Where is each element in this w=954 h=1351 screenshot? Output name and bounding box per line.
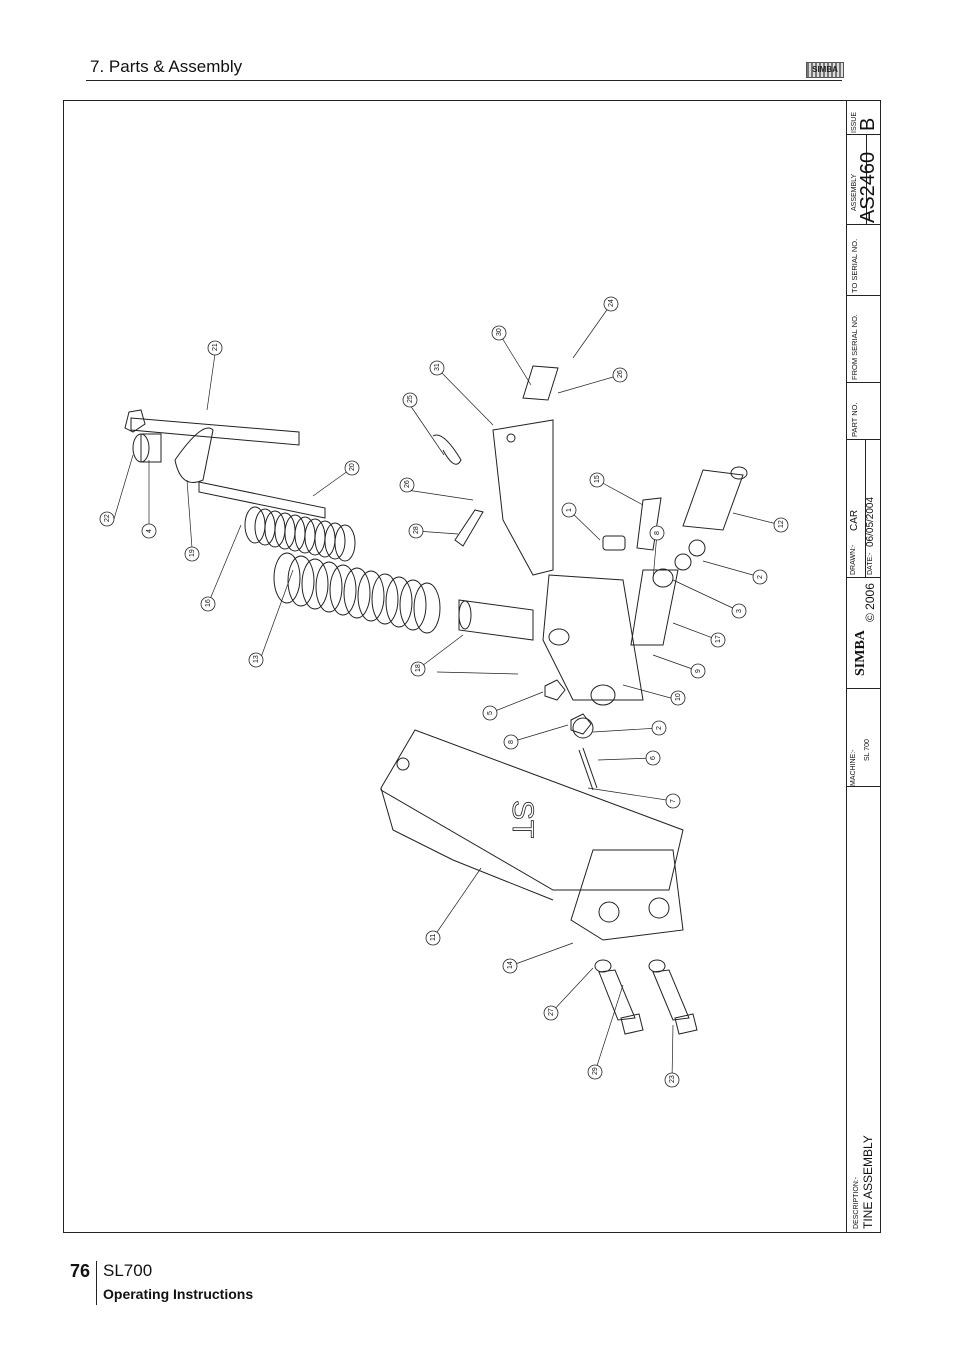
svg-text:19: 19 xyxy=(189,549,196,557)
callout-7: 7 xyxy=(665,793,681,809)
svg-text:30: 30 xyxy=(496,328,503,336)
svg-text:26: 26 xyxy=(404,480,411,488)
callout-10: 10 xyxy=(670,690,686,706)
svg-text:29: 29 xyxy=(592,1067,599,1075)
part-no-label: PART NO. xyxy=(850,402,859,437)
svg-text:17: 17 xyxy=(715,635,722,643)
callout-labels: 21 22 4 19 16 13 20 25 26 28 18 30 31 24… xyxy=(99,296,789,1088)
svg-text:26: 26 xyxy=(617,370,624,378)
page-number: 76 xyxy=(70,1261,91,1281)
svg-text:1: 1 xyxy=(566,508,573,512)
description-value: TINE ASSEMBLY xyxy=(861,1135,875,1229)
callout-19: 19 xyxy=(184,546,200,562)
svg-text:9: 9 xyxy=(695,669,702,673)
svg-text:2: 2 xyxy=(757,575,764,579)
machine-value: SL 700 xyxy=(864,739,871,761)
from-serial-label: FROM SERIAL NO. xyxy=(850,314,859,380)
callout-29: 29 xyxy=(587,1064,603,1080)
callout-6: 6 xyxy=(645,750,661,766)
svg-text:2: 2 xyxy=(656,726,663,730)
callout-17: 17 xyxy=(710,632,726,648)
callout-25: 25 xyxy=(402,392,418,408)
svg-text:23: 23 xyxy=(669,1075,676,1083)
svg-text:4: 4 xyxy=(146,529,153,533)
model-name: SL700 xyxy=(103,1261,153,1280)
svg-text:11: 11 xyxy=(430,934,437,941)
svg-text:7: 7 xyxy=(670,799,677,803)
svg-text:5: 5 xyxy=(487,711,494,715)
svg-text:8: 8 xyxy=(508,740,515,744)
callout-22: 22 xyxy=(99,511,115,527)
brand-logo: SIMBA xyxy=(853,630,868,676)
callout-16: 16 xyxy=(200,596,216,612)
drawn-value: CAR xyxy=(849,509,860,531)
issue-value: B xyxy=(857,117,879,131)
drawn-label: DRAWN:- xyxy=(850,544,857,575)
callout-20: 20 xyxy=(344,460,360,476)
to-serial-label: TO SERIAL NO. xyxy=(850,238,859,293)
callout-5: 5 xyxy=(482,705,498,721)
description-label: DESCRIPTION:- xyxy=(853,1176,860,1229)
copyright: © 2006 xyxy=(863,583,877,622)
callout-31: 31 xyxy=(429,360,445,376)
exploded-assembly-drawing: ST 21 22 4 19 16 13 20 25 26 28 18 30 31… xyxy=(99,296,789,1088)
callout-30: 30 xyxy=(491,325,507,341)
header-divider xyxy=(86,80,842,81)
callout-2a: 2 xyxy=(752,569,768,585)
callout-1: 1 xyxy=(561,502,577,518)
callout-24: 24 xyxy=(603,296,619,312)
title-block: ISSUE B ASSEMBLY AS2460 TO SERIAL NO. FR… xyxy=(846,101,881,1232)
date-value: 06/05/2004 xyxy=(865,496,876,547)
tine-stamp-text: ST xyxy=(506,800,539,838)
footer-divider xyxy=(96,1261,97,1305)
leader-lines xyxy=(113,303,782,1081)
callout-4: 4 xyxy=(141,523,157,539)
callout-3: 3 xyxy=(731,603,747,619)
callout-2b: 2 xyxy=(651,720,667,736)
callout-8b: 8 xyxy=(503,734,519,750)
svg-text:18: 18 xyxy=(415,664,422,672)
drawing-sheet xyxy=(63,100,881,1233)
callout-27: 27 xyxy=(543,1005,559,1021)
svg-text:10: 10 xyxy=(675,693,682,701)
svg-text:28: 28 xyxy=(413,526,420,534)
svg-text:15: 15 xyxy=(594,475,601,483)
svg-text:25: 25 xyxy=(407,395,414,403)
parts-geometry xyxy=(124,365,748,1035)
callout-12: 12 xyxy=(773,517,789,533)
svg-text:3: 3 xyxy=(736,609,743,613)
section-title: 7. Parts & Assembly xyxy=(90,57,243,76)
callout-26b: 26 xyxy=(612,367,628,383)
svg-text:16: 16 xyxy=(205,599,212,607)
manual-subtitle: Operating Instructions xyxy=(103,1286,254,1302)
callout-14: 14 xyxy=(502,958,518,974)
svg-text:31: 31 xyxy=(434,363,441,371)
svg-text:13: 13 xyxy=(253,655,260,663)
callout-26a: 26 xyxy=(399,477,415,493)
callout-9: 9 xyxy=(690,663,706,679)
svg-text:14: 14 xyxy=(507,961,514,969)
svg-text:24: 24 xyxy=(608,299,615,307)
svg-text:6: 6 xyxy=(650,756,657,760)
svg-text:27: 27 xyxy=(548,1008,555,1016)
date-label: DATE:- xyxy=(867,552,874,575)
machine-label: MACHINE:- xyxy=(850,749,857,786)
callout-15: 15 xyxy=(589,472,605,488)
svg-text:8: 8 xyxy=(654,531,661,535)
callout-23: 23 xyxy=(664,1072,680,1088)
callout-13: 13 xyxy=(248,652,264,668)
svg-text:12: 12 xyxy=(778,520,785,528)
svg-text:20: 20 xyxy=(349,463,356,471)
svg-text:22: 22 xyxy=(104,514,111,522)
callout-11: 11 xyxy=(425,930,441,946)
callout-8a: 8 xyxy=(649,525,665,541)
callout-18: 18 xyxy=(410,661,426,677)
svg-text:21: 21 xyxy=(212,343,219,351)
simba-logo: SIMBA xyxy=(806,62,844,78)
callout-28: 28 xyxy=(408,523,424,539)
callout-21: 21 xyxy=(207,340,223,356)
assembly-number: AS2460 xyxy=(857,151,879,223)
